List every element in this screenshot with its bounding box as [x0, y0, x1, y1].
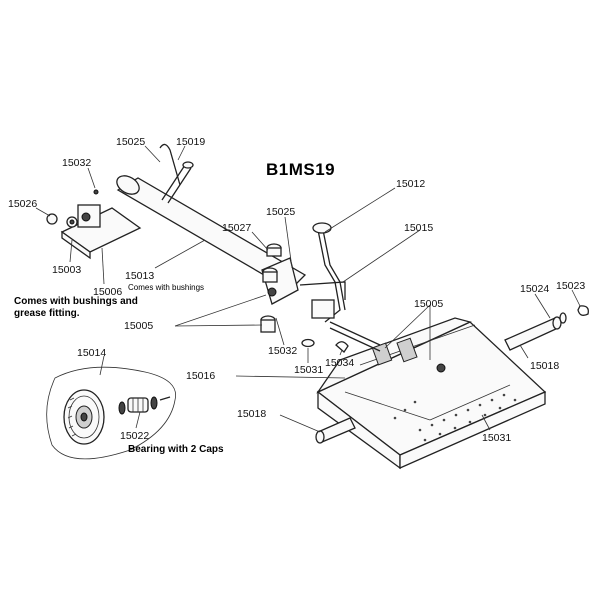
label-15025-mid: 15025: [266, 206, 296, 218]
wheel: [63, 389, 171, 445]
label-15016: 15016: [186, 370, 216, 382]
axle-right: [504, 305, 589, 351]
bushings: [260, 243, 282, 333]
mower-deck: [316, 317, 547, 470]
label-15026: 15026: [8, 198, 38, 210]
label-15031-mid: 15031: [294, 364, 324, 376]
leader-lines: [35, 145, 581, 433]
hitch-bracket: [46, 189, 142, 260]
lift-arm: [299, 222, 381, 352]
note-bearing: Bearing with 2 Caps: [128, 444, 224, 455]
label-15023: 15023: [556, 280, 586, 292]
hitch-pin: [159, 143, 194, 204]
label-15022: 15022: [120, 430, 150, 442]
axle-left: [315, 417, 356, 444]
label-15032-left: 15032: [62, 157, 92, 169]
label-15018-right: 15018: [530, 360, 560, 372]
label-15012: 15012: [396, 178, 426, 190]
label-15003: 15003: [52, 264, 82, 276]
clip-15034: [335, 341, 349, 353]
diagram-title: B1MS19: [266, 160, 336, 179]
label-15027: 15027: [222, 222, 252, 234]
label-15018-left: 15018: [237, 408, 267, 420]
label-15005-right: 15005: [414, 298, 444, 310]
label-15015: 15015: [404, 222, 434, 234]
label-15006: 15006: [93, 286, 123, 298]
label-15014: 15014: [77, 347, 107, 359]
note-bushings-grease: Comes with bushings and grease fitting.: [14, 296, 138, 319]
label-15005-left: 15005: [124, 320, 154, 332]
label-15032-mid: 15032: [268, 345, 298, 357]
label-15025-top: 15025: [116, 136, 146, 148]
label-15031-right: 15031: [482, 432, 512, 444]
label-15034: 15034: [325, 357, 355, 369]
label-15019: 15019: [176, 136, 206, 148]
label-15024: 15024: [520, 283, 550, 295]
label-15013: 15013: [125, 270, 155, 282]
note-with-bushings: Comes with bushings: [128, 283, 205, 292]
wheel-group-outline: [46, 366, 177, 460]
washer-15031: [301, 338, 315, 348]
